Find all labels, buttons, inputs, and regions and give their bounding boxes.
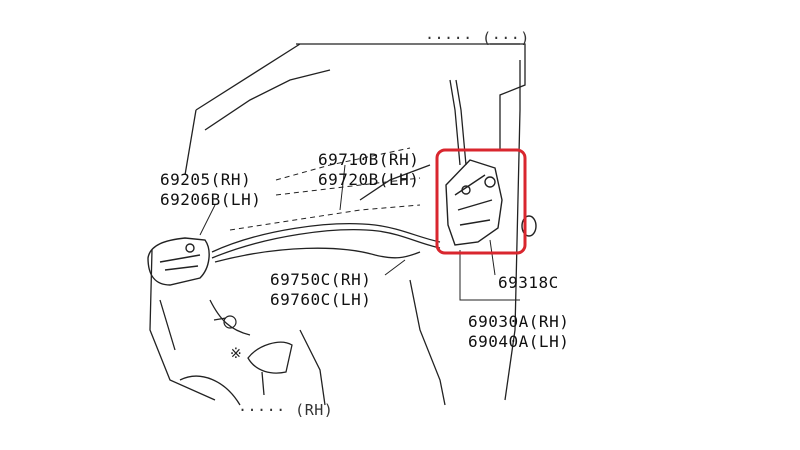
bolt (213, 315, 237, 329)
label-inner-cable-rh: 69750C(RH) (270, 270, 372, 289)
label-cable-rh: 69710B(RH) (318, 150, 420, 169)
reference-dashed-lines (229, 147, 421, 231)
label-cut-top: ····· (···) (425, 29, 530, 47)
label-inner-cable-lh: 69760C(LH) (270, 290, 372, 309)
cable-assembly (211, 79, 467, 263)
leader-lines (199, 164, 520, 301)
label-lock-assy-lh: 69040A(LH) (468, 332, 570, 351)
label-outside-handle-rh: 69205(RH) (160, 170, 252, 189)
label-cable-lh: 69720B(LH) (318, 170, 420, 189)
label-lock-assy-rh: 69030A(RH) (468, 312, 570, 331)
non-reusable-marker: ※ (230, 346, 242, 362)
door-frame-outline (149, 43, 526, 406)
label-lock-rod-part: 69318C (498, 273, 559, 292)
outside-handle (147, 237, 210, 286)
label-cut-bottom: ····· (RH) (238, 401, 334, 419)
highlight-box (435, 148, 527, 255)
label-outside-handle-lh: 69206B(LH) (160, 190, 262, 209)
inside-handle (247, 341, 293, 396)
door-lock-assembly (445, 159, 537, 246)
